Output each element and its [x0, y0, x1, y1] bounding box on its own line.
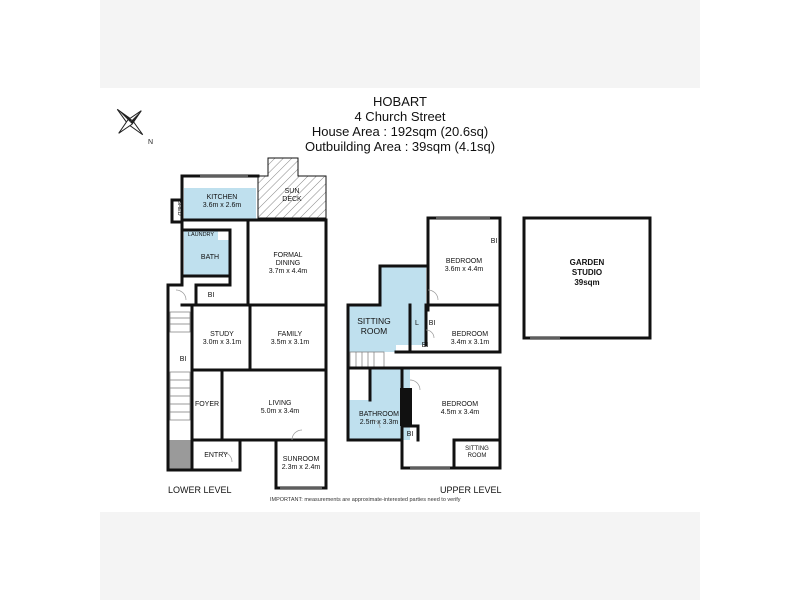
top-background-band — [100, 0, 700, 88]
room-foyer: FOYER — [194, 401, 220, 408]
room-bath: BATH — [200, 254, 220, 261]
kitchen-fill — [184, 188, 256, 220]
header-address: 4 Church Street — [354, 109, 446, 124]
upper-level-title: UPPER LEVEL — [440, 485, 502, 495]
room-family: FAMILY 3.5m x 3.1m — [270, 331, 310, 346]
room-study: STUDY 3.0m x 3.1m — [202, 331, 242, 346]
upper-level-plan — [346, 216, 502, 470]
upper-stairs — [349, 351, 385, 369]
entry-grey-block — [169, 440, 191, 470]
measurement-notice: IMPORTANT: measurements are approximate-… — [270, 497, 461, 503]
room-bi-lower-1: BI — [207, 292, 215, 299]
room-formal-dining: FORMAL DINING 3.7m x 4.4m — [268, 252, 308, 275]
bathroom-fill — [348, 368, 410, 440]
room-bi-upper-4: BI — [406, 431, 414, 438]
upper-door-swings — [371, 289, 439, 429]
room-kitchen: KITCHEN 3.6m x 2.6m — [202, 194, 242, 209]
room-sitting-room: SITTING ROOM — [357, 316, 391, 336]
room-sitting-room-small: SITTING ROOM — [465, 446, 489, 459]
room-bi-upper-1: BI — [490, 238, 498, 245]
room-bathroom: BATHROOM 2.5m x 3.3m — [359, 411, 399, 426]
sitting-room-fill — [348, 266, 426, 352]
lower-door-swings — [175, 289, 303, 463]
room-living: LIVING 5.0m x 3.4m — [260, 400, 300, 415]
outbuilding-garden-studio: GARDEN STUDIO 39sqm — [569, 258, 605, 287]
room-bedroom-3: BEDROOM 4.5m x 3.4m — [440, 401, 480, 416]
room-bedroom-1: BEDROOM 3.6m x 4.4m — [444, 258, 484, 273]
header-house-area: House Area : 192sqm (20.6sq) — [311, 124, 489, 139]
room-bi-upper-3: BI — [421, 342, 429, 349]
room-bedroom-2: BEDROOM 3.4m x 3.1m — [450, 331, 490, 346]
room-sundeck: SUN DECK — [282, 188, 302, 203]
room-bi-upper-2: BI — [428, 320, 436, 327]
bottom-background-band — [100, 512, 700, 600]
room-l: L — [415, 320, 419, 327]
sundeck-area — [257, 157, 327, 219]
header-outbuilding-area: Outbuilding Area : 39sqm (4.1sq) — [304, 139, 496, 154]
lower-level-plan — [166, 157, 328, 490]
header-city: HOBART — [373, 94, 427, 109]
laundry-fill — [184, 230, 218, 240]
room-shed: SHED — [176, 200, 182, 216]
room-laundry: LAUNDRY — [187, 232, 215, 238]
compass-icon: N — [116, 108, 153, 146]
lower-stairs — [169, 311, 191, 421]
room-bi-lower-2: BI — [179, 356, 187, 363]
room-sunroom: SUNROOM 2.3m x 2.4m — [281, 456, 321, 471]
room-entry: ENTRY — [204, 452, 228, 459]
lower-level-title: LOWER LEVEL — [168, 485, 232, 495]
bath-fill — [184, 240, 230, 276]
plan-header: HOBART 4 Church Street House Area : 192s… — [280, 94, 520, 154]
compass-north-label: N — [148, 139, 153, 146]
garden-studio-outline — [522, 216, 652, 340]
